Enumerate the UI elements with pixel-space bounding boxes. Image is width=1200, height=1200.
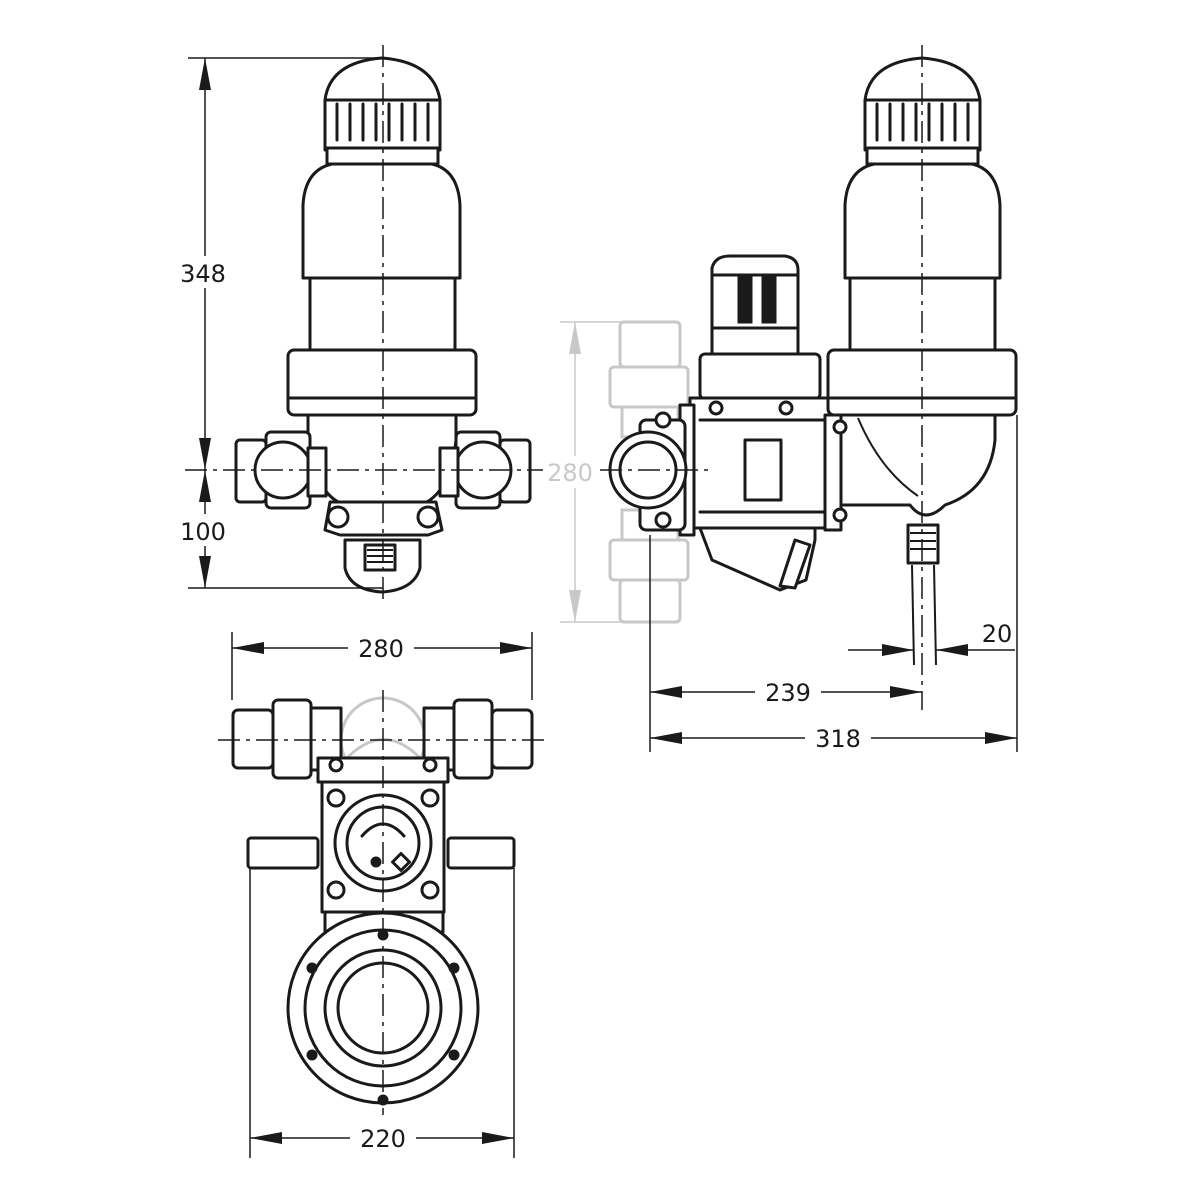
- dimension-318: 318: [650, 415, 1018, 754]
- dimension-280-side: 280: [543, 321, 622, 623]
- side-view: 280: [543, 45, 1018, 710]
- front-view: [185, 45, 545, 605]
- label-220: 220: [360, 1125, 406, 1153]
- label-100: 100: [180, 518, 226, 546]
- side-cap-ribs: [875, 102, 970, 142]
- label-280-side: 280: [547, 459, 593, 487]
- top-view: 280: [218, 632, 548, 1115]
- label-239: 239: [765, 679, 811, 707]
- label-318: 318: [815, 725, 861, 753]
- label-20: 20: [982, 620, 1013, 648]
- drain-thread: [367, 549, 393, 563]
- dimension-348: 348 100: [172, 57, 383, 589]
- label-280-top: 280: [358, 635, 404, 663]
- dimension-239: 239: [649, 535, 922, 752]
- side-drain-thread: [910, 532, 936, 550]
- dimension-220: 220: [249, 868, 515, 1158]
- cap-ribs: [335, 102, 430, 142]
- dimension-280-top: 280: [231, 632, 533, 700]
- dimension-20: 20: [848, 620, 1015, 656]
- label-348: 348: [180, 260, 226, 288]
